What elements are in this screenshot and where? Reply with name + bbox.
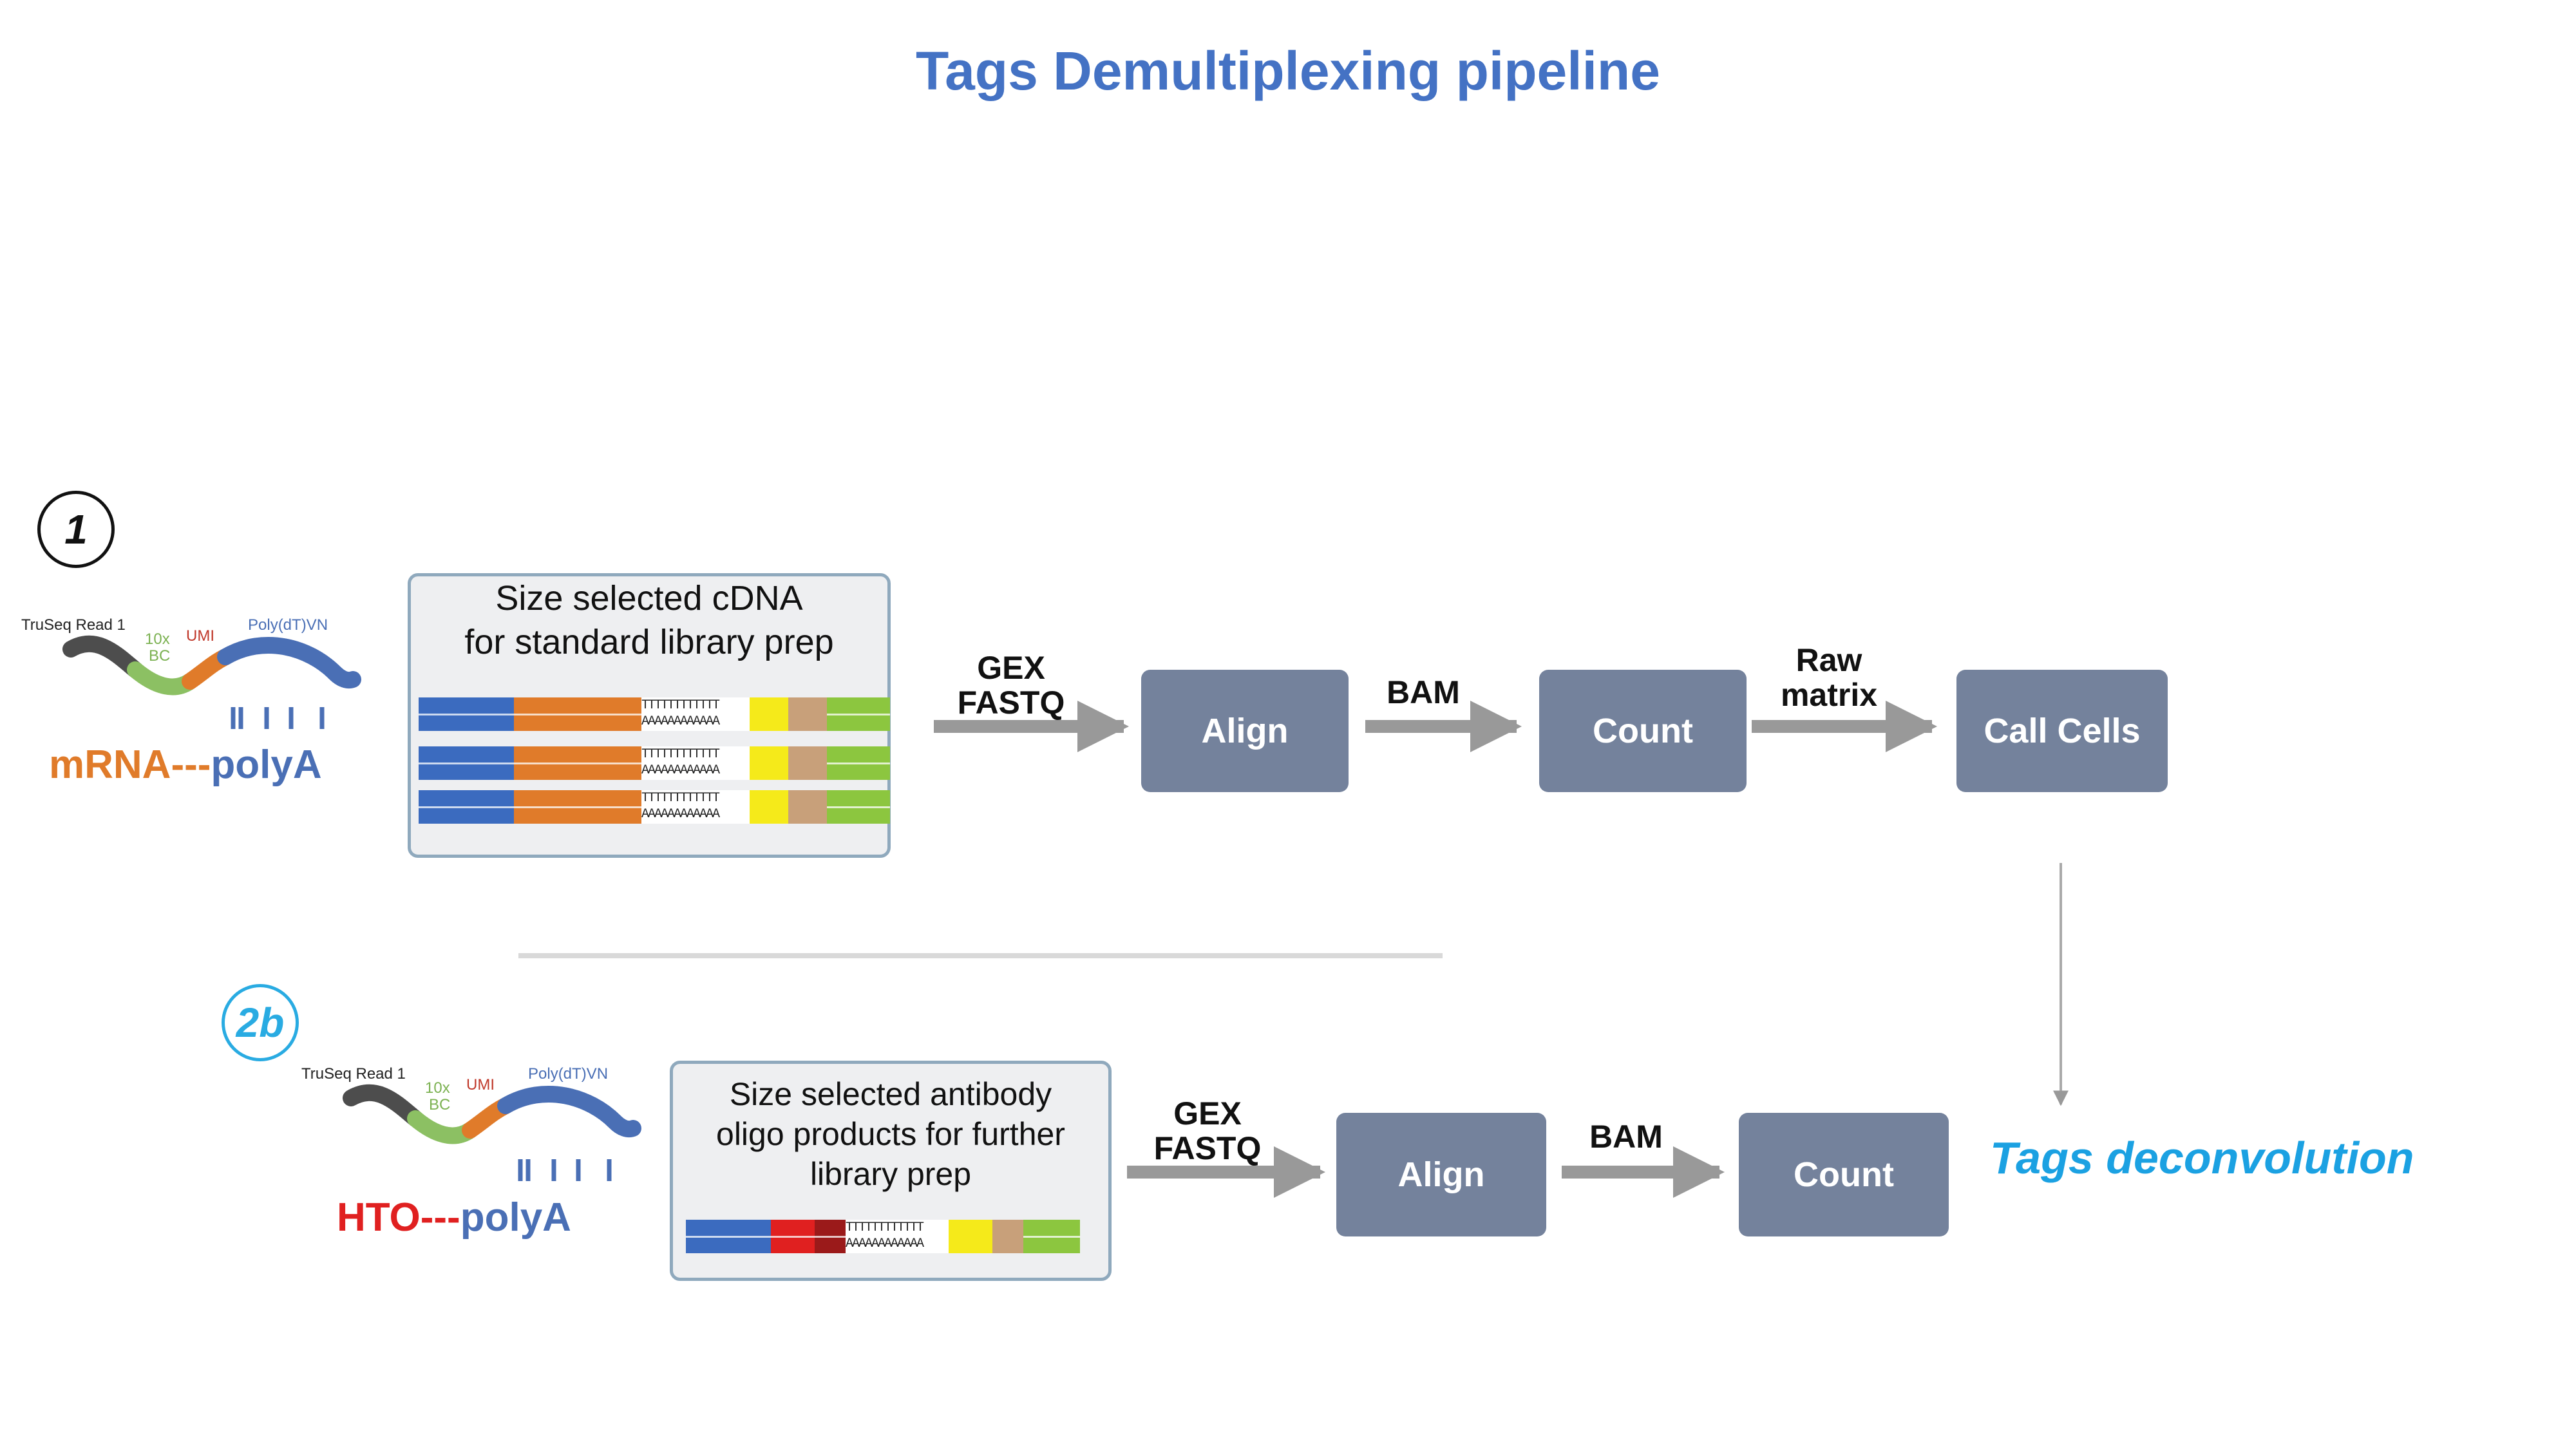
antibody-box-line1: Size selected antibody xyxy=(729,1076,1052,1112)
hto-polya-caption: HTO---polyA xyxy=(337,1195,571,1240)
umi-label-2: UMI xyxy=(466,1076,495,1094)
cdna-box-line2: for standard library prep xyxy=(464,623,834,661)
page-title: Tags Demultiplexing pipeline xyxy=(916,41,1660,101)
call-cells-step[interactable]: Call Cells xyxy=(1956,670,2168,792)
arrow-label-raw: Raw xyxy=(1795,642,1862,678)
antibody-box-line2: oligo products for further xyxy=(716,1116,1065,1152)
mrna-molecule-graphic xyxy=(62,635,361,729)
arrow-label-bam-row2: BAM xyxy=(1589,1119,1663,1155)
bc-label-2: BC xyxy=(429,1096,451,1113)
mrna-separator: --- xyxy=(171,743,211,787)
bc-label: BC xyxy=(149,647,171,665)
align-step-row1[interactable]: Align xyxy=(1141,670,1349,792)
cdna-library-box: Size selected cDNA for standard library … xyxy=(408,573,891,858)
bc-10x-label: 10x xyxy=(145,630,170,648)
count-step-row1[interactable]: Count xyxy=(1539,670,1747,792)
antibody-box-line3: library prep xyxy=(810,1156,972,1192)
arrow-label-fastq-2: FASTQ xyxy=(1153,1130,1262,1166)
step-1-badge: 1 xyxy=(37,491,115,568)
hto-polya-text: polyA xyxy=(460,1195,571,1240)
arrow-label-gex-fastq-row1: GEX FASTQ xyxy=(940,650,1082,720)
step-2b-badge: 2b xyxy=(222,984,299,1061)
count-step-row2[interactable]: Count xyxy=(1739,1113,1949,1236)
arrow-label-gex-2: GEX xyxy=(1173,1095,1242,1132)
arrow-label-fastq: FASTQ xyxy=(957,685,1065,721)
mrna-text: mRNA xyxy=(49,743,171,787)
arrow-label-gex: GEX xyxy=(977,650,1045,686)
cdna-box-line1: Size selected cDNA xyxy=(495,579,803,618)
arrow-label-bam-row1: BAM xyxy=(1387,674,1460,710)
polydt-label-2: Poly(dT)VN xyxy=(528,1065,609,1083)
arrow-label-raw-matrix: Raw matrix xyxy=(1758,643,1900,712)
arrow-label-gex-fastq-row2: GEX FASTQ xyxy=(1137,1096,1278,1166)
hto-text: HTO xyxy=(337,1195,421,1240)
hto-separator: --- xyxy=(420,1195,460,1240)
mrna-polya-text: polyA xyxy=(211,743,322,787)
truseq-label: TruSeq Read 1 xyxy=(21,616,126,634)
polydt-label: Poly(dT)VN xyxy=(248,616,328,634)
tags-deconvolution-label: Tags deconvolution xyxy=(1990,1133,2414,1183)
antibody-library-box: Size selected antibody oligo products fo… xyxy=(670,1061,1112,1281)
truseq-label-2: TruSeq Read 1 xyxy=(301,1065,406,1083)
arrow-label-matrix: matrix xyxy=(1780,677,1878,713)
hto-molecule-graphic xyxy=(343,1084,641,1181)
umi-label: UMI xyxy=(186,627,214,645)
mrna-polya-caption: mRNA---polyA xyxy=(49,742,322,788)
align-step-row2[interactable]: Align xyxy=(1336,1113,1546,1236)
bc-10x-label-2: 10x xyxy=(425,1079,450,1097)
